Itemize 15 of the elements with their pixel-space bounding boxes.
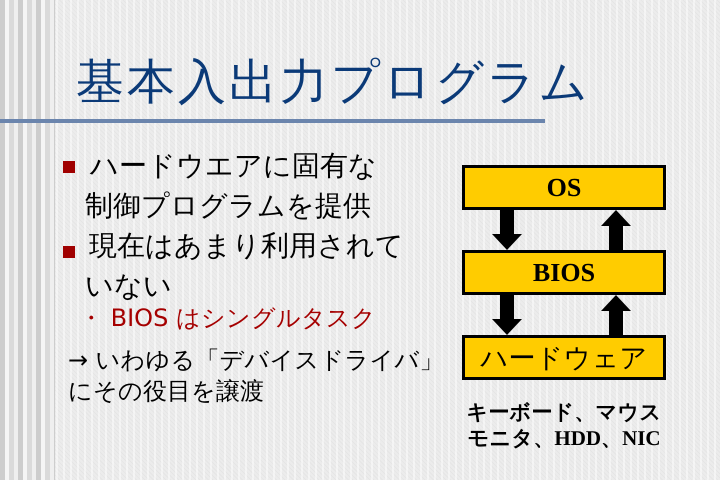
note-text: → いわゆる「デバイスドライバ」にその役目を譲渡	[68, 345, 445, 407]
layer-label: OS	[546, 172, 582, 202]
block-arrow	[601, 295, 631, 335]
slide-title: 基本入出力プログラム	[76, 53, 591, 112]
os-layer-box	[462, 165, 666, 210]
block-arrow	[492, 295, 522, 335]
sub-bullet-text: ・ BIOS はシングルタスク	[79, 303, 377, 333]
device-list-caption: キーボード、マウスモニタ、HDD、NIC	[466, 399, 662, 451]
layer-label: ハードウェア	[480, 342, 648, 376]
block-arrow	[492, 210, 522, 250]
bullet-text: 現在はあまり利用されていない	[85, 228, 405, 304]
bullet-text: ハードウエアに固有な制御プログラムを提供	[85, 148, 377, 224]
hardware-layer-box	[462, 335, 666, 380]
layer-label: BIOS	[532, 258, 596, 288]
bios-layer-box	[462, 250, 666, 295]
